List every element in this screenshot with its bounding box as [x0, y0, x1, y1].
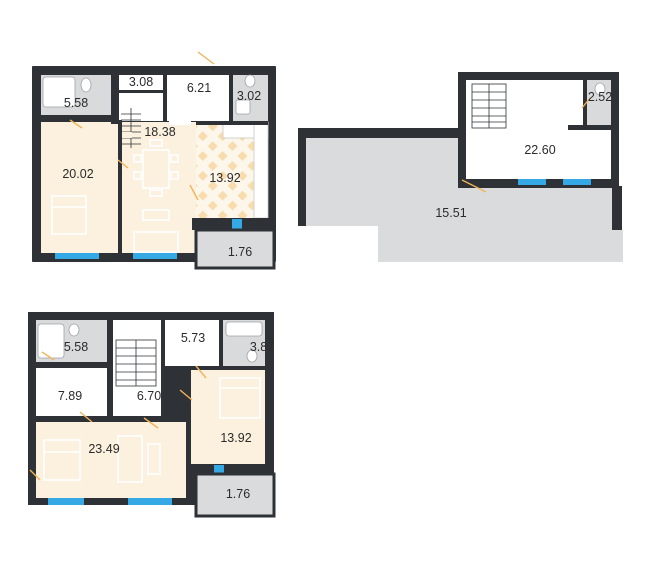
- room-bedroom-c: [191, 370, 265, 464]
- area-stair-hall: 6.70: [137, 389, 161, 403]
- room-small: [36, 368, 107, 416]
- room-terrace: [298, 138, 623, 262]
- area-living: 18.38: [144, 125, 175, 139]
- area-hall-right: 5.73: [181, 331, 205, 345]
- room-bedroom: [41, 122, 118, 253]
- room-hall: [119, 93, 163, 121]
- room-balcony-c: [194, 472, 276, 518]
- area-bedroom-c: 13.92: [220, 431, 251, 445]
- area-balcony: 1.76: [228, 245, 252, 259]
- area-terrace: 15.51: [435, 206, 466, 220]
- room-corridor: [119, 75, 163, 93]
- area-wc-upper: 2.52: [588, 90, 612, 104]
- area-hall: 6.21: [187, 81, 211, 95]
- area-balcony-c: 1.76: [226, 487, 250, 501]
- area-kitchen: 13.92: [209, 171, 240, 185]
- area-bedroom: 20.02: [62, 167, 93, 181]
- room-balcony: [194, 228, 276, 270]
- plan-b: 2.52 22.60 15.51: [298, 72, 623, 262]
- room-hall-right: [165, 320, 219, 366]
- area-small-room: 7.89: [58, 389, 82, 403]
- area-corridor: 3.08: [129, 75, 153, 89]
- area-wc-left: 5.58: [64, 96, 88, 110]
- area-wc-left-c: 5.58: [64, 340, 88, 354]
- room-living-c: [36, 422, 186, 498]
- room-stair-hall: [113, 320, 161, 416]
- plan-c: 5.58 5.73 3.87 7.89 6.70 23.49 13.92 1.7…: [28, 312, 276, 518]
- area-wc-right: 3.02: [237, 89, 261, 103]
- room-entry: [167, 75, 229, 121]
- plan-a: 5.58 3.08 6.21 3.02 20.02 18.38 13.92 1.…: [32, 51, 276, 270]
- area-living-c: 23.49: [88, 442, 119, 456]
- area-wc-right-c: 3.87: [250, 340, 274, 354]
- area-upper-room: 22.60: [524, 143, 555, 157]
